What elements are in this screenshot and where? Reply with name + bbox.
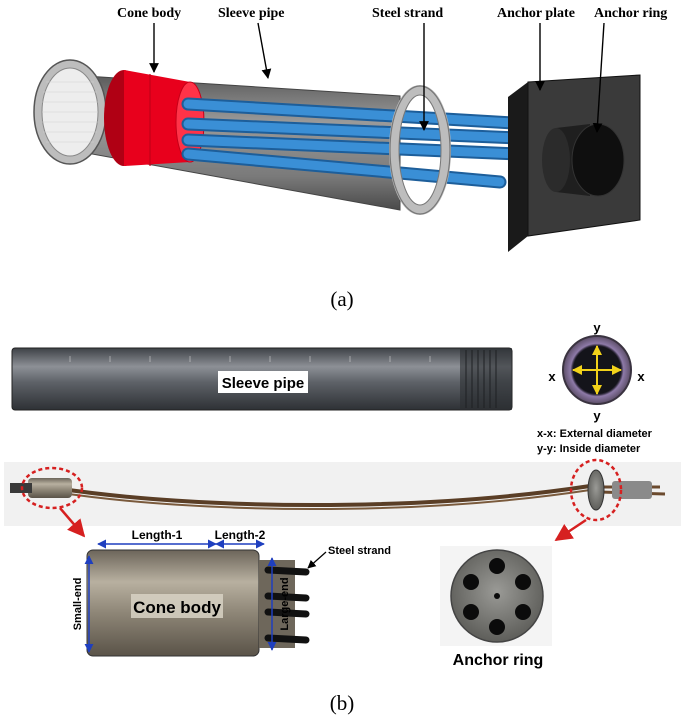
callout-anchor-end [569,458,623,522]
anchor-ring-3d [542,123,625,197]
sleeve-pipe-end-ring [389,85,451,215]
label-cone-body-photo: Cone body [133,598,221,617]
label-anchor-ring-photo: Anchor ring [453,652,544,669]
panel-b-photos: Sleeve pipe y y x x x-x: External diamet… [4,320,681,669]
xs-legend-inside: y-y: Inside diameter [537,443,641,455]
xs-label-y-bottom: y [593,408,601,423]
label-length-1: Length-1 [132,528,183,542]
label-anchor-ring: Anchor ring [594,6,667,21]
anchor-assembly-photo [4,458,681,542]
label-sleeve-pipe: Sleeve pipe [218,6,285,21]
sleeve-pipe-photo-label: Sleeve pipe [222,375,305,392]
label-steel-strand-detail: Steel strand [328,545,391,557]
label-anchor-plate: Anchor plate [497,6,575,21]
sleeve-pipe-photo: Sleeve pipe [11,347,513,411]
caption-a: (a) [330,287,353,311]
xs-label-x-right: x [637,369,645,384]
label-cone-body: Cone body [117,6,181,21]
pipe-cross-section-photo: y y x x x-x: External diameter y-y: Insi… [537,320,653,455]
anchor-ring-detail-photo: Anchor ring [440,546,552,669]
caption-b: (b) [330,691,355,715]
panel-a-schematic: Cone body Sleeve pipe Steel strand Ancho… [33,6,667,252]
xs-legend-external: x-x: External diameter [537,428,653,440]
label-large-end: Large-end [279,577,291,630]
callout-cone-end [20,466,84,510]
xs-label-x-left: x [548,369,556,384]
label-steel-strand: Steel strand [372,6,443,21]
label-length-2: Length-2 [215,528,266,542]
label-small-end: Small-end [72,578,84,631]
cone-body-detail-photo: Length-1 Length-2 Steel strand Small-end… [72,528,391,657]
xs-label-y-top: y [593,320,601,335]
